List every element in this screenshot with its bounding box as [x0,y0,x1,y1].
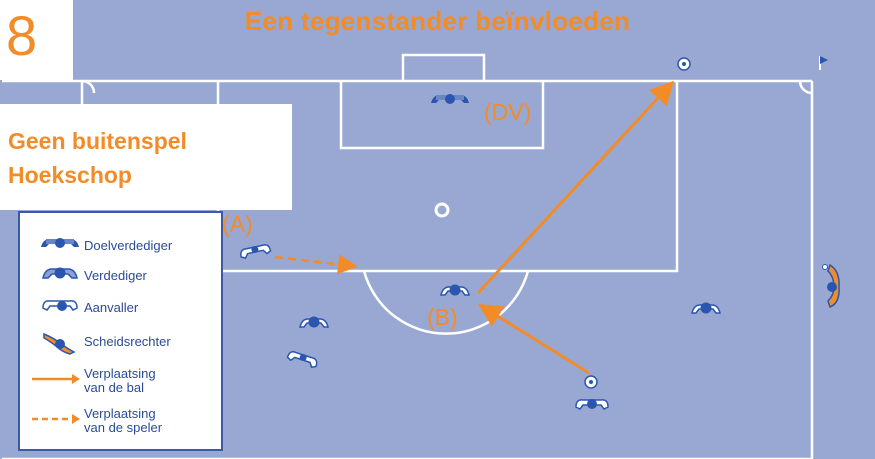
corner-arc-left [81,79,96,94]
legend-player-move-line-1: Verplaatsing [84,406,156,421]
goalkeeper-icon [431,94,469,104]
legend-item-defender: Verdediger [20,263,220,289]
attacker-a-label: (A) [222,211,253,237]
ball-move-arrow-icon [32,374,80,384]
legend-item-attacker: Aanvaller [20,295,220,321]
situation-line-2: Hoekschop [8,162,132,188]
legend-player-move-label: Verplaatsing van de speler [84,407,162,434]
corner-flag-icon [819,56,828,70]
referee-icon [822,263,840,308]
legend-item-player-move: Verplaatsing van de speler [20,407,220,435]
legend-referee-label: Scheidsrechter [84,334,171,349]
situation-line-1: Geen buitenspel [8,128,187,154]
goalkeeper-icon [41,238,79,248]
legend-goalkeeper-label: Doelverdediger [84,238,173,253]
legend-item-ball-move: Verplaatsing van de bal [20,367,220,395]
legend-attacker-label: Aanvaller [84,300,139,315]
legend-defender-label: Verdediger [84,268,147,283]
attacker-icon [575,399,609,410]
legend-ball-move-label: Verplaatsing van de bal [84,367,156,394]
legend: Doelverdediger Verdediger Aanvaller Sche… [18,211,223,451]
ball-path-arrow [476,80,675,295]
player-path-arrow [274,254,358,275]
legend-ball-move-line-2: van de bal [84,379,144,395]
legend-item-referee: Scheidsrechter [20,329,220,355]
legend-ball-move-line-1: Verplaatsing [84,366,156,381]
attacker-icon [240,244,272,260]
situation-box: Geen buitenspel Hoekschop [0,104,292,210]
goal [401,53,486,81]
legend-item-goalkeeper: Doelverdediger [20,233,220,259]
penalty-arc [362,270,530,335]
referee-icon [43,332,76,355]
ball-icon [584,375,598,389]
defender-icon [440,284,470,296]
legend-player-move-line-2: van de speler [84,419,163,435]
slide-number-box: 8 [0,0,73,80]
goalkeeper-label: (DV) [484,99,532,125]
attacker-icon [286,351,318,368]
goal-area [339,81,545,150]
corner-arc-right [798,80,813,95]
ball-path-arrow [477,303,590,375]
player-move-arrow-icon [32,414,80,424]
slide-number: 8 [6,4,38,67]
defender-icon [299,316,329,328]
defender-icon [42,267,78,279]
player-b-label: (B) [427,304,458,330]
page-title: Een tegenstander beïnvloeden [244,6,631,36]
penalty-spot [434,202,450,218]
ball-icon [677,57,691,71]
defender-icon [691,302,721,314]
attacker-icon [42,300,78,311]
